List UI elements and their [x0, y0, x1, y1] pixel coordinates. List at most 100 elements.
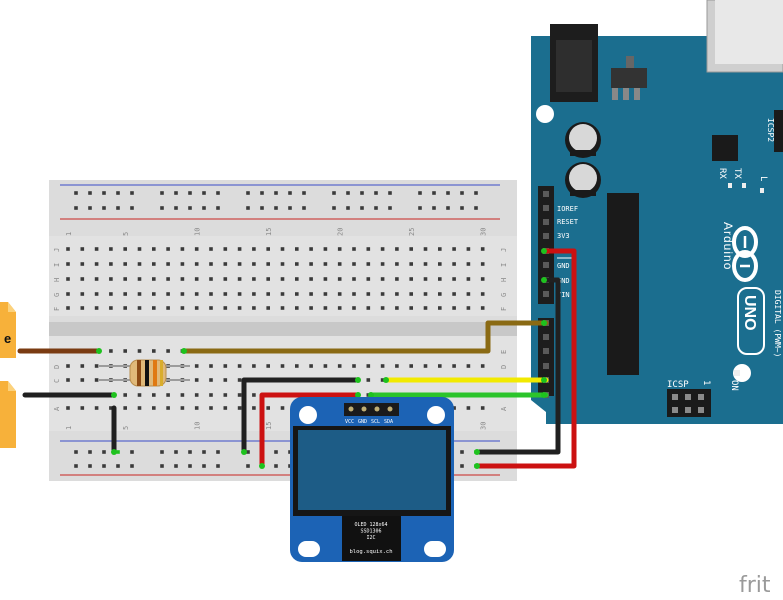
rail-hole: [174, 464, 178, 468]
breadboard-hole: [466, 406, 471, 410]
rail-hole: [432, 206, 436, 210]
breadboard-hole: [395, 262, 399, 266]
icsp2-label: ICSP2: [766, 118, 775, 142]
breadboard-hole: [266, 306, 270, 310]
breadboard-hole: [395, 277, 399, 281]
column-number: 5: [122, 426, 130, 430]
breadboard-hole: [352, 247, 356, 251]
oled-pin: [348, 406, 354, 412]
header-pin: [543, 363, 549, 369]
breadboard-hole: [409, 277, 413, 281]
breadboard-hole: [109, 262, 113, 266]
breadboard-hole: [352, 306, 356, 310]
breadboard-hole: [395, 364, 399, 368]
rail-hole: [216, 191, 220, 195]
breadboard-hole: [409, 306, 413, 310]
column-number: 1: [65, 426, 73, 430]
wires: [17, 248, 577, 469]
oled-pin-label: VCC: [345, 419, 354, 425]
rail-hole: [460, 191, 464, 195]
row-letter: D: [53, 365, 61, 369]
rail-hole: [302, 191, 306, 195]
breadboard-hole: [209, 393, 213, 397]
breadboard-hole: [452, 406, 456, 410]
breadboard-hole: [209, 292, 213, 296]
row-letter: H: [53, 278, 61, 282]
breadboard-hole: [438, 247, 442, 251]
breadboard-hole: [180, 306, 185, 310]
breadboard-hole: [152, 277, 156, 281]
rail-hole: [160, 450, 164, 454]
breadboard-hole: [209, 277, 213, 281]
rail-hole: [88, 191, 92, 195]
breadboard-hole: [66, 292, 70, 296]
oled-pin: [387, 406, 393, 412]
breadboard-hole: [237, 378, 242, 382]
breadboard-hole: [452, 277, 456, 281]
breadboard-hole: [352, 364, 356, 368]
breadboard-hole: [380, 247, 385, 251]
rail-hole: [246, 464, 250, 468]
rail-hole: [346, 206, 350, 210]
breadboard-hole: [66, 306, 70, 310]
note-label: e: [4, 331, 11, 346]
rail-hole: [88, 206, 92, 210]
breadboard-hole: [423, 262, 428, 266]
center-channel: [49, 322, 517, 336]
wire-ends: [96, 248, 547, 469]
chip: [712, 135, 738, 161]
breadboard-hole: [66, 262, 70, 266]
row-letter: J: [500, 248, 508, 252]
breadboard-hole: [223, 306, 228, 310]
breadboard-hole: [194, 247, 199, 251]
breadboard-hole: [80, 378, 85, 382]
breadboard-hole: [94, 292, 99, 296]
breadboard-hole: [80, 306, 85, 310]
note-partial-top: e: [0, 302, 16, 358]
breadboard-hole: [480, 306, 485, 310]
breadboard-hole: [423, 364, 428, 368]
breadboard-hole: [66, 406, 70, 410]
breadboard-hole: [323, 306, 328, 310]
rail-hole: [346, 191, 350, 195]
breadboard-hole: [180, 277, 185, 281]
breadboard-hole: [452, 262, 456, 266]
rail-hole: [374, 191, 378, 195]
breadboard-hole: [166, 247, 170, 251]
breadboard-hole: [380, 277, 385, 281]
uno-logo: UNO: [737, 287, 765, 355]
breadboard-hole: [337, 306, 342, 310]
breadboard-hole: [438, 277, 442, 281]
breadboard-hole: [123, 406, 127, 410]
breadboard-hole: [80, 292, 85, 296]
rail-hole: [216, 464, 220, 468]
rail-hole: [102, 206, 106, 210]
rail-hole: [102, 464, 106, 468]
oled-pin-label: SDA: [384, 419, 393, 425]
breadboard-hole: [295, 306, 299, 310]
breadboard-hole: [452, 292, 456, 296]
row-letter: D: [500, 365, 508, 369]
rail-hole: [116, 206, 120, 210]
breadboard-hole: [137, 306, 142, 310]
icsp-pins: [672, 394, 704, 413]
breadboard-hole: [480, 292, 485, 296]
breadboard-hole: [280, 406, 285, 410]
breadboard-hole: [252, 393, 256, 397]
breadboard-hole: [309, 262, 313, 266]
column-number: 20: [337, 228, 345, 236]
oled-pin-label: SCL: [371, 419, 380, 425]
breadboard-hole: [466, 262, 471, 266]
analog-header: [538, 318, 554, 396]
breadboard-hole: [237, 292, 242, 296]
breadboard-hole: [66, 364, 70, 368]
rail-hole: [474, 206, 478, 210]
rail-hole: [102, 191, 106, 195]
column-number: 10: [194, 422, 202, 430]
breadboard-hole: [337, 277, 342, 281]
rail-hole: [130, 464, 134, 468]
breadboard-hole: [209, 247, 213, 251]
